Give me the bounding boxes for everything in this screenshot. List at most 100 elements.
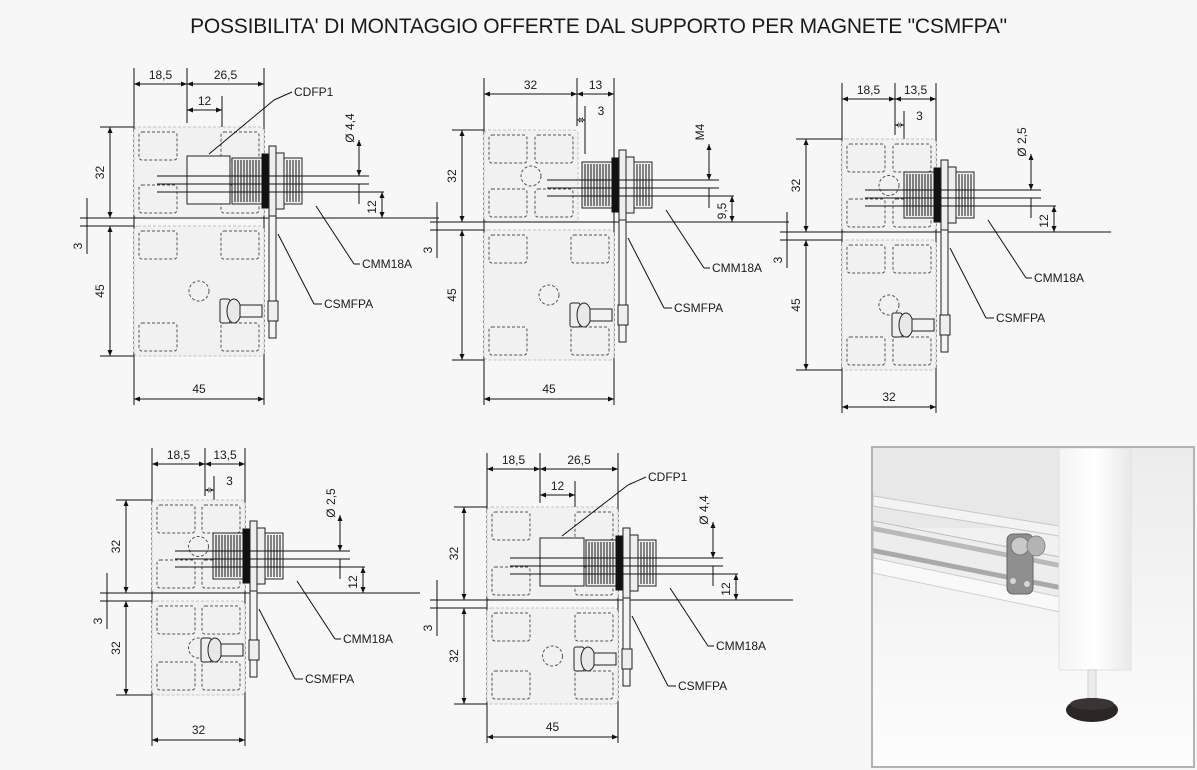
dimension-label: 32	[192, 723, 206, 737]
dimension-label: 3	[71, 242, 85, 249]
profile-slot	[488, 134, 528, 164]
nut	[629, 534, 639, 592]
screw-head	[248, 639, 260, 661]
dimension-label: 18,5	[502, 453, 526, 467]
t-nut-wing	[580, 646, 596, 672]
profile-slot	[138, 230, 178, 260]
callout-cdfp1: CDFP1	[294, 85, 334, 99]
dimension-label: 12	[1037, 214, 1051, 228]
dimension-label: Ø 2,5	[1015, 127, 1029, 157]
leader-line	[208, 99, 275, 155]
leader-line	[627, 237, 665, 309]
dimension-label: 12	[719, 582, 733, 596]
nut	[275, 152, 285, 210]
screw-head	[267, 300, 279, 322]
dimension-label: 45	[542, 382, 556, 396]
dimension-label: 3	[598, 104, 605, 118]
profile-bottom	[151, 600, 246, 696]
screw-shank	[220, 643, 244, 657]
profile-slot	[220, 131, 260, 161]
arrowhead	[152, 461, 205, 467]
profile-core-hole	[878, 175, 900, 196]
profile-slot	[846, 336, 886, 366]
dimension-label: 12	[365, 200, 379, 214]
photo-illustration	[873, 448, 1193, 766]
profile-top	[483, 129, 579, 223]
leader-line	[561, 484, 629, 537]
dimension-label: 26,5	[567, 453, 591, 467]
t-nut-wing	[226, 298, 242, 324]
profile-core-hole	[520, 165, 542, 187]
leader-line	[665, 209, 705, 269]
profile-slot	[892, 336, 932, 366]
lock-nut	[933, 167, 942, 223]
profile-slot	[201, 661, 241, 691]
plate	[249, 520, 258, 592]
nut	[256, 527, 266, 585]
profile-slot	[574, 612, 614, 642]
spacer-cdfp1	[539, 537, 585, 587]
callout-csmfpa: CSMFPA	[678, 679, 727, 693]
dimension-label: 32	[447, 547, 461, 561]
dimension-label: 32	[109, 540, 123, 554]
dimension-label: 18,5	[167, 448, 191, 462]
dimension-label: 13,5	[904, 83, 928, 97]
profile-slot	[488, 326, 528, 356]
profile-slot	[574, 670, 614, 700]
dimension-label: 12	[346, 575, 360, 589]
callout-cmm18a: CMM18A	[1034, 271, 1084, 285]
profile-slot	[892, 244, 932, 274]
profile-bottom	[841, 239, 937, 371]
dimension-label: 32	[524, 78, 538, 92]
callout-csmfpa: CSMFPA	[305, 672, 354, 686]
dimension-label: 12	[198, 94, 212, 108]
leader-line	[315, 205, 355, 265]
arrowhead	[379, 192, 385, 218]
leader-line	[631, 615, 669, 687]
screw-shank	[589, 308, 613, 322]
dimension-label: 3	[421, 624, 435, 631]
arrowhead	[842, 96, 895, 102]
arrowhead	[733, 574, 739, 600]
profile-core-hole	[878, 294, 900, 316]
plate	[940, 159, 949, 231]
profile-slot	[201, 605, 241, 635]
dimension-label: 3	[916, 109, 923, 123]
leader-line	[296, 580, 336, 640]
dimension-label: 32	[789, 179, 803, 193]
callout-csmfpa: CSMFPA	[674, 301, 723, 315]
profile-slot	[220, 230, 260, 260]
plate	[622, 527, 631, 599]
profile-core-hole	[542, 645, 563, 667]
screw-shank	[911, 318, 935, 332]
spacer-cdfp1	[186, 155, 231, 205]
nut	[625, 156, 635, 214]
arrowhead	[360, 567, 366, 593]
callout-cmm18a: CMM18A	[716, 639, 766, 653]
callout-cdfp1: CDFP1	[648, 470, 688, 484]
profile-slot	[846, 198, 886, 228]
profile-slot	[156, 661, 196, 691]
profile-slot	[570, 326, 610, 356]
profile-slot	[846, 244, 886, 274]
dimension-label: Ø 4,4	[343, 113, 357, 143]
arrowhead	[487, 466, 540, 472]
callout-csmfpa: CSMFPA	[996, 311, 1045, 325]
t-nut-wing	[207, 637, 223, 663]
dimension-label: 18,5	[149, 68, 173, 82]
dimension-label: 3	[421, 246, 435, 253]
screw-head	[621, 648, 633, 670]
profile-slot	[138, 184, 178, 214]
arrowhead	[205, 487, 214, 493]
dimension-label: 45	[93, 284, 107, 298]
plate	[618, 149, 627, 221]
profile-slot	[201, 504, 241, 534]
page-title: POSSIBILITA' DI MONTAGGIO OFFERTE DAL SU…	[190, 15, 1007, 38]
support-plate-csmfpa	[940, 229, 949, 353]
support-plate-csmfpa	[249, 590, 258, 678]
leader-line	[627, 476, 647, 486]
